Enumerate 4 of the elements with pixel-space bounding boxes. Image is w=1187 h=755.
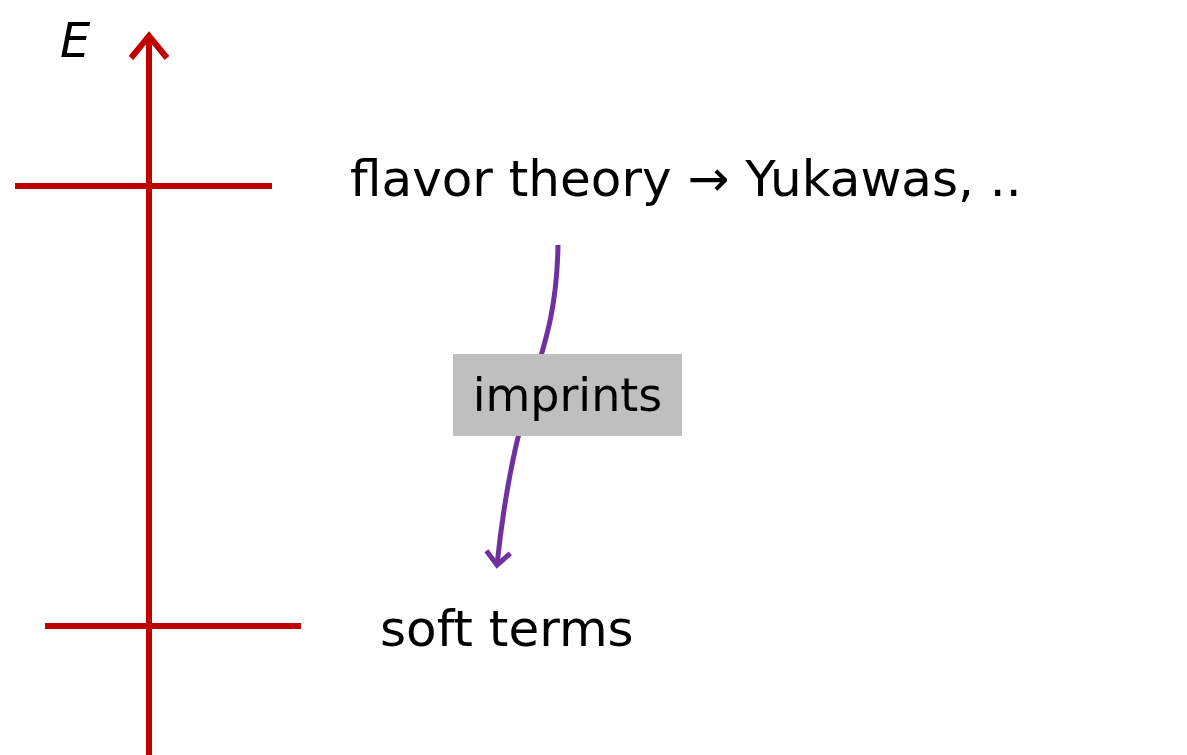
axis-label: E — [60, 12, 91, 68]
node-text: flavor theory → Yukawas, .. — [350, 150, 1022, 208]
edge-label: imprints — [452, 354, 683, 436]
node-text: soft terms — [380, 600, 634, 658]
